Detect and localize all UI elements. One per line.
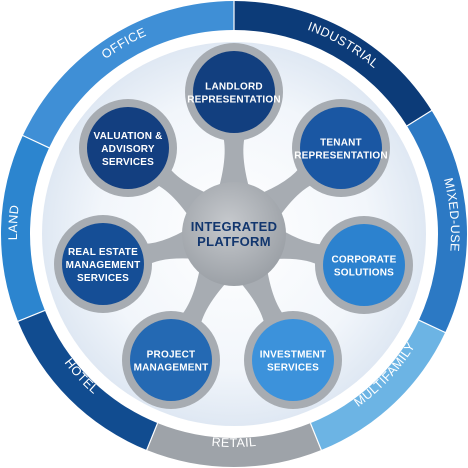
- ring-segment-multifamily: [310, 320, 446, 451]
- service-node-corporate-solutions: CORPORATE SOLUTIONS: [315, 216, 413, 314]
- ring-segment-industrial: [234, 1, 432, 126]
- ring-divider: [16, 309, 46, 323]
- service-node-disc: [300, 107, 382, 189]
- ring-label-retail: RETAIL: [211, 435, 257, 450]
- ring-segment-retail: [146, 423, 322, 467]
- ring-divider: [309, 422, 323, 452]
- ring-segment-mixed-use: [407, 110, 467, 333]
- ring-segment-land: [0, 135, 50, 322]
- service-nodes: LANDLORD REPRESENTATION TENANT REPRESENTATI…: [54, 43, 413, 409]
- service-node-label: LANDLORD: [205, 82, 263, 93]
- ring-divider: [418, 319, 447, 334]
- service-node-label: REPRESENTATION: [187, 95, 281, 106]
- service-node-disc: [252, 319, 334, 401]
- service-node-tenant-representation: TENANT REPRESENTATION: [292, 99, 390, 197]
- service-node-landlord-representation: LANDLORD REPRESENTATION: [185, 43, 283, 141]
- service-node-disc: [62, 223, 144, 305]
- ring-divider: [21, 134, 50, 149]
- service-node-disc: [87, 107, 169, 189]
- service-node-label: MANAGEMENT: [66, 260, 141, 271]
- ring-label-land: LAND: [6, 204, 22, 240]
- service-node-label: SERVICES: [267, 363, 319, 374]
- service-node-disc: [323, 224, 405, 306]
- ring-segment-hotel: [17, 310, 158, 451]
- service-node-label: REAL ESTATE: [68, 247, 138, 258]
- service-node-disc: [130, 319, 212, 401]
- ring-segment-office: [22, 1, 234, 148]
- service-node-label: CORPORATE: [332, 255, 397, 266]
- service-node-project-management: PROJECT MANAGEMENT: [122, 311, 220, 409]
- hub-label-line: INTEGRATED: [191, 219, 278, 234]
- service-node-label: SERVICES: [77, 273, 129, 284]
- service-node-disc: [193, 51, 275, 133]
- service-node-label: MANAGEMENT: [134, 363, 209, 374]
- service-node-label: TENANT: [320, 138, 362, 149]
- service-node-label: SOLUTIONS: [334, 268, 394, 279]
- service-node-investment-services: INVESTMENT SERVICES: [244, 311, 342, 409]
- hub-circle: [182, 182, 286, 286]
- service-node-label: VALUATION &: [93, 131, 162, 142]
- service-node-real-estate-management-services: REAL ESTATE MANAGEMENT SERVICES: [54, 215, 152, 313]
- service-node-label: SERVICES: [102, 157, 154, 168]
- hub-label-line: PLATFORM: [197, 234, 271, 249]
- service-node-label: PROJECT: [147, 350, 196, 361]
- ring-divider: [406, 109, 433, 127]
- service-node-valuation-and-advisory-services: VALUATION & ADVISORY SERVICES: [79, 99, 177, 197]
- service-node-label: INVESTMENT: [260, 350, 326, 361]
- service-node-label: ADVISORY: [101, 144, 155, 155]
- service-node-label: REPRESENTATION: [294, 151, 388, 162]
- ring-divider: [145, 422, 159, 452]
